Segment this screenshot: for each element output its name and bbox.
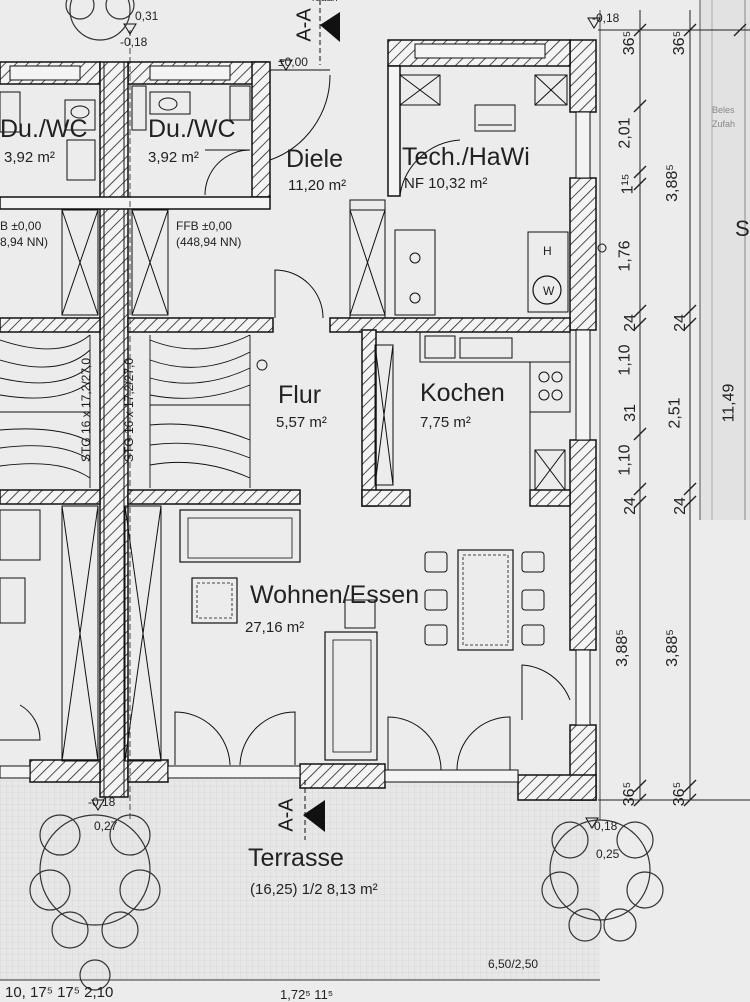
room-area-flur: 5,57 m²	[276, 414, 327, 431]
entry-level: ±0,00	[278, 55, 308, 69]
room-area-tech-hawi: NF 10,32 m²	[404, 175, 488, 192]
section-label-top: A-A	[293, 8, 316, 42]
dim-inner-4: 1,76	[616, 240, 634, 272]
dim-inner-3: 1¹⁵	[619, 173, 637, 195]
dim-outer-1: 36⁵	[671, 30, 689, 56]
level-bottom-right-1: -0,18	[590, 819, 618, 833]
level-top-left-1: 0,31	[135, 9, 159, 23]
dim-inner-11: 36⁵	[621, 781, 639, 807]
ffb-left-line1: B ±0,00	[0, 219, 42, 233]
level-bottom-left-1: -0,18	[88, 795, 116, 809]
dim-inner-2: 2,01	[616, 117, 634, 149]
dim-outer-5: 24	[671, 497, 689, 515]
dim-inner-7: 31	[621, 404, 639, 422]
dim-outer-7: 36⁵	[671, 781, 689, 807]
appliance-w: W	[543, 284, 555, 298]
dim-outer-4: 2,51	[666, 397, 684, 429]
level-top-right: -0,18	[592, 11, 620, 25]
room-name-flur: Flur	[278, 381, 322, 409]
dim-inner-6: 1,10	[616, 344, 634, 376]
terrace-dim: 6,50/2,50	[488, 957, 539, 971]
room-name-diele: Diele	[286, 145, 343, 173]
dim-inner-8: 1,10	[616, 444, 634, 476]
dim-inner-9: 24	[621, 497, 639, 515]
terrace-area	[0, 780, 600, 980]
dim-outer-3: 24	[671, 314, 689, 332]
stairs-left	[0, 334, 91, 488]
right-edge-letter: S	[735, 216, 750, 241]
room-area-diele: 11,20 m²	[288, 177, 347, 194]
room-name-du-wc-left: Du./WC	[0, 115, 88, 143]
ffb-mid-line2: (448,94 NN)	[176, 235, 242, 249]
dim-inner-1: 36⁵	[621, 30, 639, 56]
level-bottom-right-2: 0,25	[596, 847, 620, 861]
dim-inner-10: 3,88⁵	[613, 629, 631, 667]
appliance-h: H	[543, 244, 552, 258]
dim-outer-6: 3,88⁵	[663, 629, 681, 667]
bottom-dims: 10, 17⁵ 17⁵ 2,10	[5, 984, 114, 1001]
room-area-terrasse: (16,25) 1/2 8,13 m²	[250, 881, 378, 898]
room-area-du-wc-mid: 3,92 m²	[148, 149, 199, 166]
stair-label-mid: STG 16 x 17,2/27,0	[122, 357, 137, 463]
stairs-mid	[149, 334, 268, 488]
tree-bottom-left	[29, 814, 161, 991]
room-name-wohnen-essen: Wohnen/Essen	[250, 581, 420, 609]
room-name-tech-hawi: Tech./HaWi	[402, 143, 530, 171]
wall-party	[99, 61, 129, 798]
dim-inner-5: 24	[621, 314, 639, 332]
dim-outer-2: 3,88⁵	[663, 164, 681, 202]
room-name-terrasse: Terrasse	[248, 844, 344, 872]
room-area-wohnen-essen: 27,16 m²	[245, 619, 305, 636]
right-edge-text-1: Beles	[712, 105, 735, 115]
section-label-bottom: A-A	[275, 798, 298, 832]
room-area-kochen: 7,75 m²	[420, 414, 471, 431]
level-bottom-left-2: 0,27	[94, 819, 118, 833]
ffb-mid-line1: FFB ±0,00	[176, 219, 232, 233]
bottom-dims-2: 1,72⁵ 11⁵	[280, 987, 334, 1002]
tree-bottom-right	[541, 819, 664, 942]
room-name-kochen: Kochen	[420, 379, 505, 407]
wall-exterior-bottom	[29, 759, 101, 783]
ffb-left-line2: 8,94 NN)	[0, 235, 49, 249]
room-name-du-wc-mid: Du./WC	[148, 115, 236, 143]
right-edge-text-2: Zufah	[712, 119, 736, 129]
room-area-du-wc-left: 3,92 m²	[4, 149, 55, 166]
stair-label-left: STG 16 x 17,2/27,0	[79, 357, 94, 463]
top-partial-text: ruaan	[312, 0, 338, 4]
level-top-left-2: -0,18	[120, 35, 148, 49]
tree-top	[65, 0, 135, 41]
wall-exterior-right	[569, 39, 597, 113]
dim-total: 11,49	[720, 383, 738, 423]
